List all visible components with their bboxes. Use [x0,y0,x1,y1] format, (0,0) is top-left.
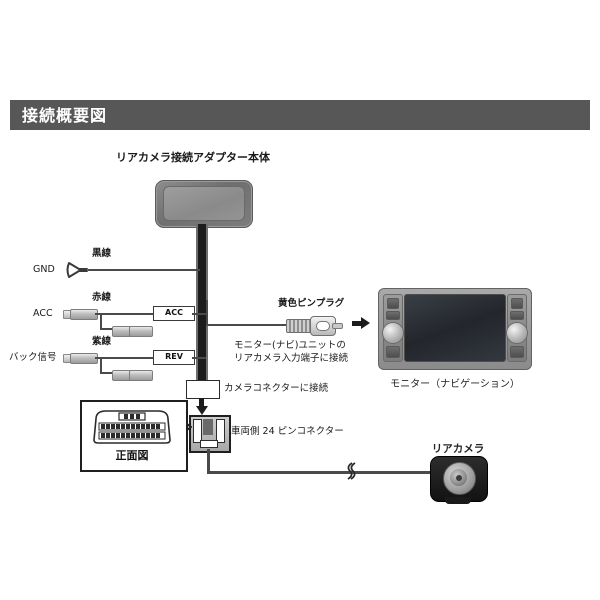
rca-plug-pin [332,323,343,329]
acc-wire-label: 赤線 [92,292,112,303]
monitor-button-right-mid[interactable] [510,311,524,320]
acc-female-connector-shell [129,326,153,337]
arrow-right-stem [352,321,362,326]
section-header-bar [10,100,590,130]
connector-front-face [93,410,171,444]
trunk-cable [198,224,206,382]
pin24-latch [200,440,218,448]
monitor-knob-right[interactable] [506,322,528,344]
rev-female-connector-shell [129,370,153,381]
pin24-center-key [203,419,213,435]
adapter-title: リアカメラ接続アダプター本体 [116,151,270,164]
acc-wire-segment-left [95,313,153,315]
pin24-note: 車両側 24 ピンコネクター [231,426,344,437]
adapter-face-panel [163,186,245,221]
monitor-knob-left[interactable] [382,322,404,344]
rev-wire-segment-left [95,357,153,359]
monitor-screen [404,294,506,362]
acc-male-connector [70,309,98,320]
gnd-wire [88,269,200,271]
rca-plug-hole [316,321,330,331]
rca-plug-label: 黄色ピンプラグ [278,298,345,309]
rev-branch-drop [100,357,102,373]
arrow-right-icon [361,317,370,329]
camera-cable-run [207,471,432,474]
arrow-down-stem [199,398,204,407]
acc-branch-run [100,328,114,330]
camera-lens-outer [443,462,476,495]
monitor-button-right-top[interactable] [511,298,523,309]
monitor-label: モニター（ナビゲーション） [390,379,520,390]
back-signal-label: バック信号 [9,352,57,363]
rev-branch-run [100,372,114,374]
camera-cable-drop [207,449,210,473]
monitor-button-left-mid[interactable] [386,311,400,320]
arrow-down-icon [196,406,208,415]
ring-terminal-icon [66,262,88,278]
camera-mount-bracket [445,497,471,504]
camera-lens-center [456,475,462,481]
monitor-button-left-top[interactable] [387,298,399,309]
monitor-button-right-bottom[interactable] [510,346,524,358]
camera-connector-box [186,380,220,399]
gnd-wire-label: 黒線 [92,248,112,259]
acc-branch-drop [100,313,102,329]
rca-lead-riser [206,300,208,324]
rev-tag-box: REV [153,350,195,365]
cable-break-icon [347,462,356,480]
gnd-label: GND [33,264,55,275]
back-wire-label: 紫線 [92,336,112,347]
acc-wire-segment-right [192,313,206,315]
pin24-slot-right [216,419,225,443]
acc-label: ACC [33,308,53,319]
rca-note-line1: モニター(ナビ)ユニットの [234,340,346,351]
rca-note-line2: リアカメラ入力端子に接続 [234,353,349,364]
rca-lead-cable [206,324,290,326]
pin24-slot-left [193,419,202,443]
rev-wire-segment-right [192,357,206,359]
acc-tag-box: ACC [153,306,195,321]
front-view-label: 正面図 [115,449,149,462]
camera-connector-note: カメラコネクターに接続 [224,383,329,394]
rear-camera-label: リアカメラ [431,443,485,455]
monitor-button-left-bottom[interactable] [386,346,400,358]
page-title: 接続概要図 [22,106,108,125]
rev-male-connector [70,353,98,364]
